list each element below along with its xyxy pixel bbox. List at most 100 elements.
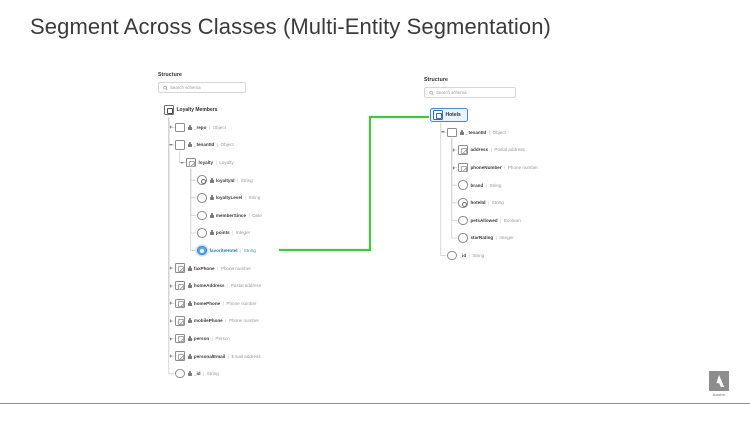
tree-row[interactable]: hotelId|String [452, 194, 614, 212]
tree-row[interactable]: homeAddress|Postal address [169, 277, 358, 295]
tree-row[interactable]: memberSince|Date [191, 207, 358, 225]
field-group-icon [186, 157, 196, 168]
field-icon [458, 233, 468, 243]
field-name: loyaltyLevel [215, 195, 243, 201]
selected-field-icon [197, 245, 207, 256]
lock-icon [187, 371, 192, 377]
tree-row[interactable]: personalEmail|Email address [169, 347, 358, 365]
tree-row[interactable]: person|Person [169, 330, 358, 348]
tree-row[interactable]: points|Integer [191, 224, 358, 242]
left-root-label: Loyalty Members [176, 106, 218, 113]
chevron-right-icon[interactable] [169, 281, 174, 290]
tree-row[interactable]: faxPhone|Phone number [169, 259, 358, 277]
tree-row[interactable]: phoneNumber|Phone number [452, 159, 614, 177]
tree-row[interactable]: brand|String [452, 176, 614, 194]
field-name: address [470, 147, 489, 153]
field-type: Phone number [220, 265, 251, 271]
left-search-placeholder: Search schema [170, 85, 201, 90]
field-type: String [491, 200, 504, 206]
field-separator: | [216, 142, 219, 148]
tree-row[interactable]: loyalty|Loyalty [180, 154, 358, 172]
field-separator: | [488, 200, 490, 206]
lock-icon [209, 195, 214, 201]
field-name: phoneNumber [470, 165, 502, 171]
field-type: Object [220, 142, 234, 148]
schema-icon [433, 110, 443, 120]
right-panel-title: Structure [424, 77, 448, 83]
search-icon [428, 90, 434, 95]
right-search-input[interactable]: Search schema [424, 87, 516, 98]
chevron-right-icon[interactable] [169, 264, 174, 273]
field-name: loyalty [198, 160, 214, 166]
field-name: _id [193, 371, 201, 377]
tree-row[interactable]: starRating|Integer [452, 229, 614, 247]
field-separator: | [211, 336, 213, 342]
field-separator: | [203, 371, 205, 377]
tree-row[interactable]: _tenantId|Object [441, 124, 614, 142]
field-separator: | [490, 147, 492, 153]
right-structure-panel: Structure Search schema Hotels _tenantId… [424, 77, 614, 264]
field-separator: | [215, 160, 217, 166]
chevron-right-icon[interactable] [169, 352, 174, 361]
left-schema-tree[interactable]: Loyalty Members _repo|Object_tenantId|Ob… [158, 101, 358, 383]
field-name: homePhone [193, 300, 221, 306]
chevron-right-icon[interactable] [169, 123, 174, 132]
field-icon [458, 180, 468, 190]
lock-icon [209, 230, 214, 236]
chevron-right-icon[interactable] [169, 334, 174, 343]
tree-row[interactable]: _repo|Object [169, 119, 358, 137]
field-separator: | [500, 217, 502, 223]
chevron-down-icon[interactable] [169, 140, 174, 149]
lock-icon [187, 283, 192, 289]
tree-row[interactable]: homePhone|Phone number [169, 295, 358, 313]
field-separator: | [227, 353, 229, 359]
chevron-down-icon[interactable] [441, 128, 446, 137]
field-icon [458, 215, 468, 226]
chevron-down-icon[interactable] [180, 158, 185, 167]
field-name: hotelId [470, 200, 486, 206]
schema-icon [164, 105, 174, 115]
lock-icon [187, 353, 192, 359]
lock-icon [187, 336, 192, 342]
field-type: Phone number [228, 318, 260, 324]
field-separator: | [222, 300, 224, 306]
chevron-right-icon[interactable] [169, 316, 174, 325]
chevron-right-icon[interactable] [452, 163, 457, 172]
lock-icon [459, 129, 464, 135]
tree-row[interactable]: favoriteHotel|String [191, 242, 358, 260]
field-name: homeAddress [193, 283, 225, 289]
hotels-node-chip[interactable]: Hotels [430, 107, 468, 122]
chevron-right-icon[interactable] [169, 299, 174, 308]
field-name: memberSince [215, 212, 247, 218]
field-name: starRating [470, 235, 494, 241]
field-name: _id [459, 253, 467, 259]
field-type: String [472, 253, 485, 259]
field-separator: | [504, 165, 506, 171]
field-type: String [248, 195, 261, 201]
tree-row[interactable]: loyaltyId|String [191, 171, 358, 189]
tree-row[interactable]: _tenantId|Object [169, 136, 358, 154]
field-icon [197, 228, 207, 238]
page-title: Segment Across Classes (Multi-Entity Seg… [30, 14, 551, 39]
lock-icon [187, 300, 192, 306]
left-search-input[interactable]: Search schema [158, 82, 246, 93]
right-tree-root-row[interactable]: Hotels [430, 106, 614, 124]
right-root-label: Hotels [445, 111, 461, 118]
tree-row[interactable]: _id|String [169, 365, 358, 383]
left-tree-root-row[interactable]: Loyalty Members [158, 101, 358, 119]
chevron-right-icon[interactable] [452, 145, 457, 154]
field-type: Phone number [507, 165, 538, 171]
tree-row[interactable]: loyaltyLevel|String [191, 189, 358, 207]
object-node-icon [175, 140, 185, 150]
field-separator: | [225, 318, 227, 324]
field-group-icon [175, 280, 185, 291]
field-type: String [206, 371, 219, 377]
tree-row[interactable]: address|Postal address [452, 141, 614, 159]
tree-row[interactable]: petsAllowed|Boolean [452, 212, 614, 230]
tree-row[interactable]: _id|String [441, 247, 614, 265]
field-name: petsAllowed [470, 217, 498, 223]
tree-row[interactable]: mobilePhone|Phone number [169, 312, 358, 330]
